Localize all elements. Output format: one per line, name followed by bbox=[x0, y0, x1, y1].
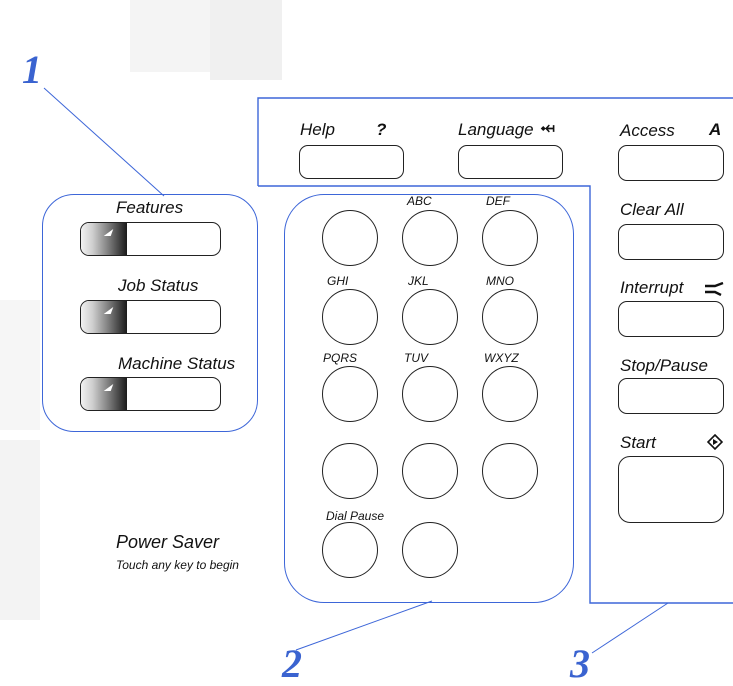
language-label: Language bbox=[458, 120, 534, 139]
access-button[interactable] bbox=[618, 145, 724, 181]
keypad-key-star[interactable] bbox=[322, 443, 378, 499]
clear-all-label: Clear All bbox=[620, 200, 684, 219]
power-saver-title: Power Saver bbox=[116, 532, 220, 552]
keypad-key-3[interactable] bbox=[482, 210, 538, 266]
power-saver-subtitle: Touch any key to begin bbox=[116, 558, 239, 572]
key-label-jkl: JKL bbox=[408, 274, 429, 288]
keypad-key-4[interactable] bbox=[322, 289, 378, 345]
access-icon: A bbox=[709, 120, 722, 139]
keypad-key-6[interactable] bbox=[482, 289, 538, 345]
keypad-panel bbox=[284, 194, 574, 603]
callout-line-1 bbox=[43, 87, 165, 197]
interrupt-icon bbox=[705, 282, 724, 296]
stop-pause-label: Stop/Pause bbox=[620, 356, 708, 375]
start-button[interactable] bbox=[618, 456, 724, 523]
callout-number-3: 3 bbox=[570, 641, 590, 686]
key-label-tuv: TUV bbox=[404, 351, 428, 365]
start-label: Start bbox=[620, 433, 656, 452]
key-label-wxyz: WXYZ bbox=[484, 351, 519, 365]
background-block bbox=[0, 440, 40, 620]
key-label-mno: MNO bbox=[486, 274, 514, 288]
job-status-button[interactable] bbox=[80, 300, 221, 334]
features-button[interactable] bbox=[80, 222, 221, 256]
keypad-key-hash[interactable] bbox=[482, 443, 538, 499]
help-button[interactable] bbox=[299, 145, 404, 179]
machine-status-label: Machine Status bbox=[118, 354, 236, 373]
keypad-key-5[interactable] bbox=[402, 289, 458, 345]
callout-line-3 bbox=[591, 602, 669, 654]
stop-pause-button[interactable] bbox=[618, 378, 724, 414]
start-icon bbox=[707, 434, 723, 450]
callout-line-2 bbox=[295, 600, 433, 651]
keypad-key-9[interactable] bbox=[482, 366, 538, 422]
keypad-key-2[interactable] bbox=[402, 210, 458, 266]
interrupt-label: Interrupt bbox=[620, 278, 684, 297]
callout-number-1: 1 bbox=[22, 47, 42, 92]
key-label-pqrs: PQRS bbox=[323, 351, 358, 365]
machine-status-button[interactable] bbox=[80, 377, 221, 411]
key-label-ghi: GHI bbox=[327, 274, 349, 288]
keypad-key-1[interactable] bbox=[322, 210, 378, 266]
clear-all-button[interactable] bbox=[618, 224, 724, 260]
language-button[interactable] bbox=[458, 145, 563, 179]
status-panel bbox=[42, 194, 258, 432]
callout-number-2: 2 bbox=[282, 641, 302, 686]
background-block bbox=[130, 0, 210, 72]
features-label: Features bbox=[116, 198, 184, 217]
job-status-label: Job Status bbox=[118, 276, 199, 295]
keypad-key-0[interactable] bbox=[402, 443, 458, 499]
access-label: Access bbox=[620, 121, 675, 140]
key-label-dial-pause: Dial Pause bbox=[326, 509, 385, 523]
question-mark-icon: ? bbox=[376, 120, 387, 139]
language-icon: ⤟ bbox=[541, 118, 555, 137]
keypad-key-7[interactable] bbox=[322, 366, 378, 422]
keypad-key-c[interactable] bbox=[402, 522, 458, 578]
background-block bbox=[210, 0, 282, 80]
dial-pause-button[interactable] bbox=[322, 522, 378, 578]
key-label-def: DEF bbox=[486, 194, 510, 208]
keypad-key-8[interactable] bbox=[402, 366, 458, 422]
background-block bbox=[0, 300, 40, 430]
help-label: Help bbox=[300, 120, 335, 139]
key-label-abc: ABC bbox=[407, 194, 432, 208]
interrupt-button[interactable] bbox=[618, 301, 724, 337]
